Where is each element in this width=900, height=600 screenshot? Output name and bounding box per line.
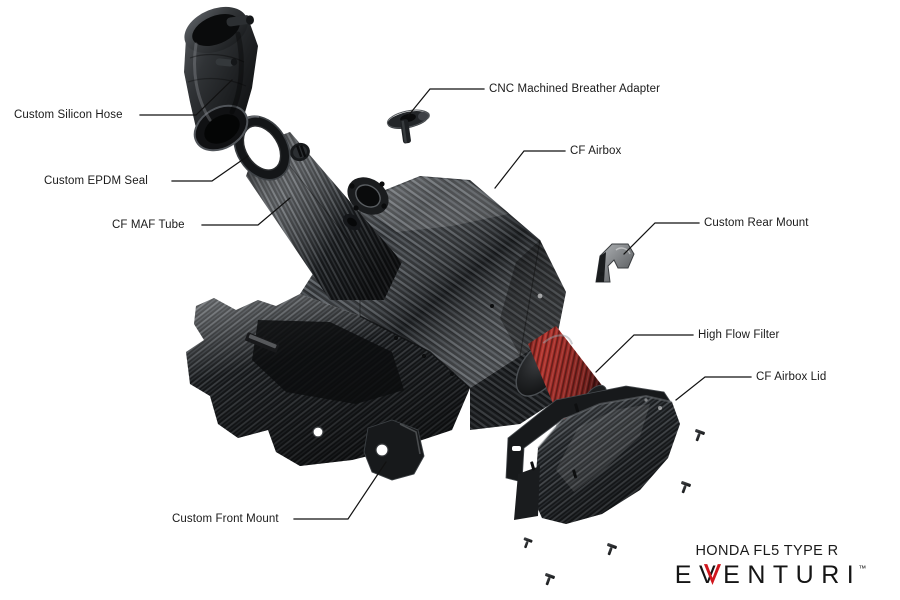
vehicle-model-text: HONDA FL5 TYPE R — [695, 542, 839, 559]
leader-line-custom-rear-mount — [623, 222, 700, 255]
hose-nipple-lower — [215, 58, 238, 67]
leader-line-high-flow-filter — [595, 334, 694, 373]
leader-line-custom-front-mount — [293, 461, 387, 520]
eventuri-logo: EVENTURI ™ — [673, 561, 866, 589]
leader-line-custom-epdm-seal — [171, 155, 249, 182]
maf-tube-flange — [347, 177, 389, 215]
callout-label-cnc-machined-breather-adapter: CNC Machined Breather Adapter — [489, 83, 661, 95]
brand-block: HONDA FL5 TYPE R EVENTURI ™ — [652, 542, 882, 589]
callout-label-custom-silicon-hose: Custom Silicon Hose — [14, 109, 123, 121]
callout-label-high-flow-filter: High Flow Filter — [698, 329, 780, 341]
cnc-breather-adapter-part — [386, 109, 430, 144]
custom-silicon-hose-part — [184, 6, 258, 152]
airbox-badge — [245, 332, 280, 353]
leader-line-cf-airbox — [494, 150, 566, 189]
leader-line-cf-airbox-lid — [675, 376, 752, 401]
leader-line-cf-maf-tube — [201, 197, 291, 226]
custom-epdm-seal-part — [233, 115, 291, 181]
cf-airbox-lid-part — [505, 385, 680, 524]
callout-label-custom-rear-mount: Custom Rear Mount — [704, 217, 809, 229]
callout-label-custom-epdm-seal: Custom EPDM Seal — [44, 175, 148, 187]
leader-line-cnc-machined-breather-adapter — [407, 88, 485, 117]
maf-sensor-boss — [290, 142, 310, 162]
callout-label-cf-airbox-lid: CF Airbox Lid — [756, 371, 827, 383]
callout-leader-lines — [139, 79, 752, 520]
custom-front-mount-part — [363, 419, 425, 481]
callout-label-cf-maf-tube: CF MAF Tube — [112, 219, 185, 231]
eventuri-wordmark: EVENTURI — [674, 561, 862, 589]
trademark-symbol: ™ — [858, 564, 867, 573]
mounting-bolts — [523, 429, 705, 586]
hose-nipple-upper — [226, 15, 254, 27]
callout-label-cf-airbox: CF Airbox — [570, 145, 622, 157]
leader-line-custom-silicon-hose — [139, 79, 233, 116]
callout-label-custom-front-mount: Custom Front Mount — [172, 513, 279, 525]
